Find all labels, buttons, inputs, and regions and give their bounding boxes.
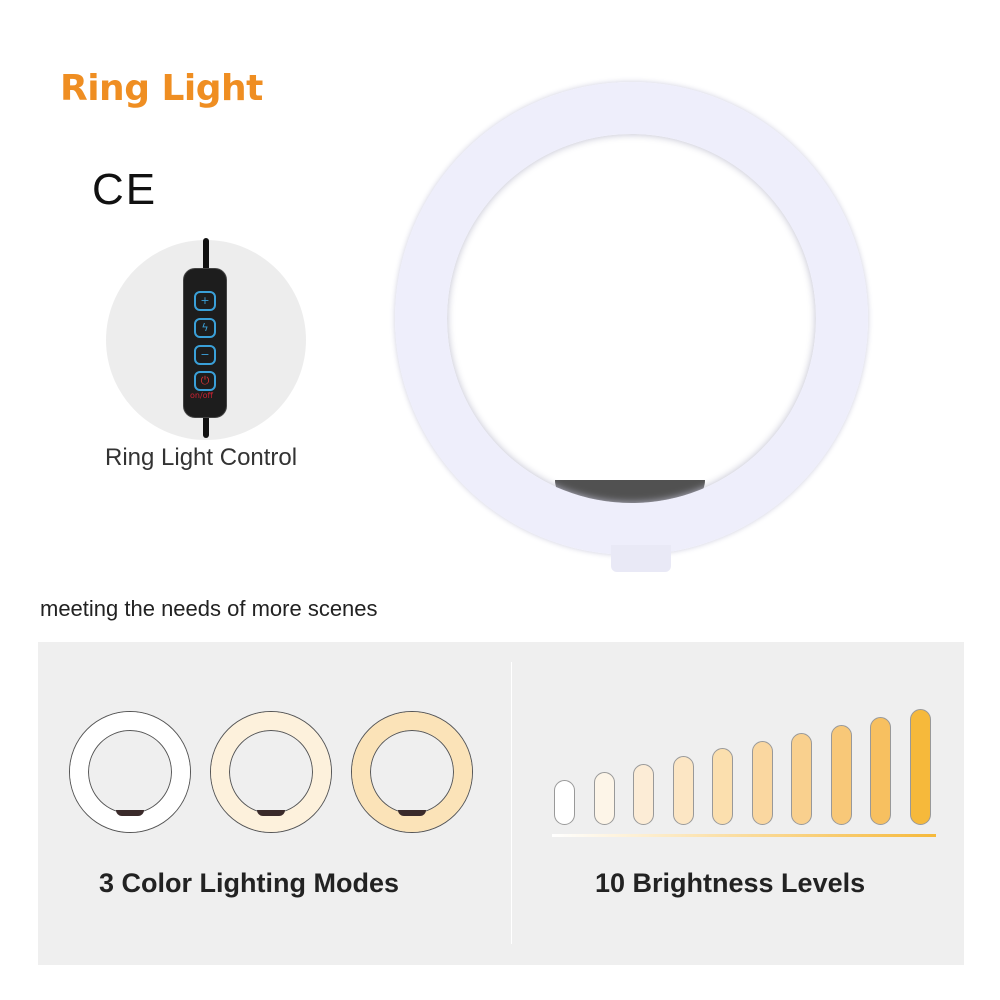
page-title: Ring Light — [60, 68, 263, 109]
plus-icon: + — [194, 291, 216, 311]
power-icon: ⏻ — [194, 371, 216, 391]
brightness-baseline — [552, 834, 936, 837]
brightness-caption: 10 Brightness Levels — [595, 868, 866, 898]
brightness-level-bar — [554, 780, 575, 825]
mode-switch-icon: ϟ — [194, 318, 216, 338]
color-mode-ring — [352, 712, 472, 832]
control-label: Ring Light Control — [105, 444, 298, 471]
brightness-level-bar — [830, 724, 852, 825]
brightness-level-bar — [751, 740, 773, 825]
ring-light-image — [395, 82, 868, 555]
brightness-level-bar — [672, 756, 694, 825]
minus-icon: − — [194, 345, 216, 365]
brightness-level-bar — [870, 716, 891, 825]
brightness-level-bar — [712, 748, 733, 825]
brightness-level-bar — [593, 772, 615, 825]
divider — [511, 662, 512, 944]
ring-mount — [611, 545, 671, 572]
brightness-level-bar — [909, 708, 931, 825]
color-mode-ring — [70, 712, 190, 832]
subtitle: meeting the needs of more scenes — [40, 596, 378, 621]
color-mode-ring — [211, 712, 331, 832]
modes-caption: 3 Color Lighting Modes — [99, 868, 399, 898]
brightness-level-bar — [633, 764, 654, 825]
remote-control: + ϟ − ⏻ on/off — [183, 268, 227, 418]
ce-mark: CE — [92, 165, 158, 214]
brightness-level-bar — [791, 732, 812, 825]
power-label: on/off — [190, 391, 214, 400]
